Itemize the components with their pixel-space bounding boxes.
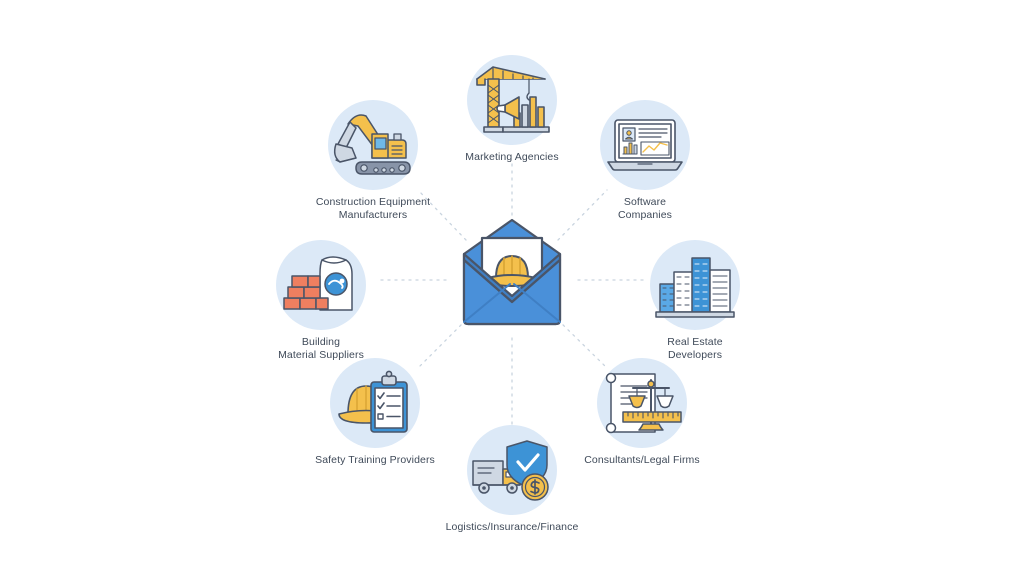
label-building-material-suppliers: Building Material Suppliers [278,336,364,361]
bubble-construction-equipment-manufacturers [328,100,418,190]
bubble-logistics-insurance-finance [467,425,557,515]
label-consultants-legal-firms: Consultants/Legal Firms [584,454,700,466]
crane-megaphone-chart-icon [476,66,550,133]
label-real-estate-developers: Real Estate Developers [667,336,723,361]
bricks-cement-bag-icon [283,256,353,311]
bubble-building-material-suppliers [276,240,366,330]
label-logistics-insurance-finance: Logistics/Insurance/Finance [445,521,579,533]
connector-software-companies [557,189,608,241]
hardhat-clipboard-checklist-icon [338,370,408,433]
label-construction-equipment-manufacturers: Construction Equipment Manufacturers [315,196,431,221]
bubble-marketing-agencies [467,55,557,145]
excavator-icon [333,114,411,175]
node-software-companies[interactable]: Software Companies [560,100,730,222]
office-buildings-icon [655,257,735,318]
envelope-hardhat-icon [462,218,562,326]
connector-construction-equipment-manufacturers [417,189,467,241]
connector-consultants-legal-firms [557,319,608,369]
node-marketing-agencies[interactable]: Marketing Agencies [427,55,597,164]
bubble-consultants-legal-firms [597,358,687,448]
node-safety-training-providers[interactable]: Safety Training Providers [290,358,460,467]
label-software-companies: Software Companies [617,196,672,221]
truck-shield-coin-icon [472,440,549,501]
connector-safety-training-providers [417,319,467,369]
label-marketing-agencies: Marketing Agencies [465,151,559,163]
node-consultants-legal-firms[interactable]: Consultants/Legal Firms [557,358,727,467]
label-safety-training-providers: Safety Training Providers [315,454,435,466]
bubble-software-companies [600,100,690,190]
node-logistics-insurance-finance[interactable]: Logistics/Insurance/Finance [427,425,597,534]
node-real-estate-developers[interactable]: Real Estate Developers [610,240,780,362]
scroll-scales-ruler-icon [605,372,682,434]
node-construction-equipment-manufacturers[interactable]: Construction Equipment Manufacturers [288,100,458,222]
bubble-safety-training-providers [330,358,420,448]
node-building-material-suppliers[interactable]: Building Material Suppliers [236,240,406,362]
hub-envelope-hardhat[interactable] [432,216,592,336]
bubble-real-estate-developers [650,240,740,330]
laptop-dashboard-icon [607,119,683,171]
